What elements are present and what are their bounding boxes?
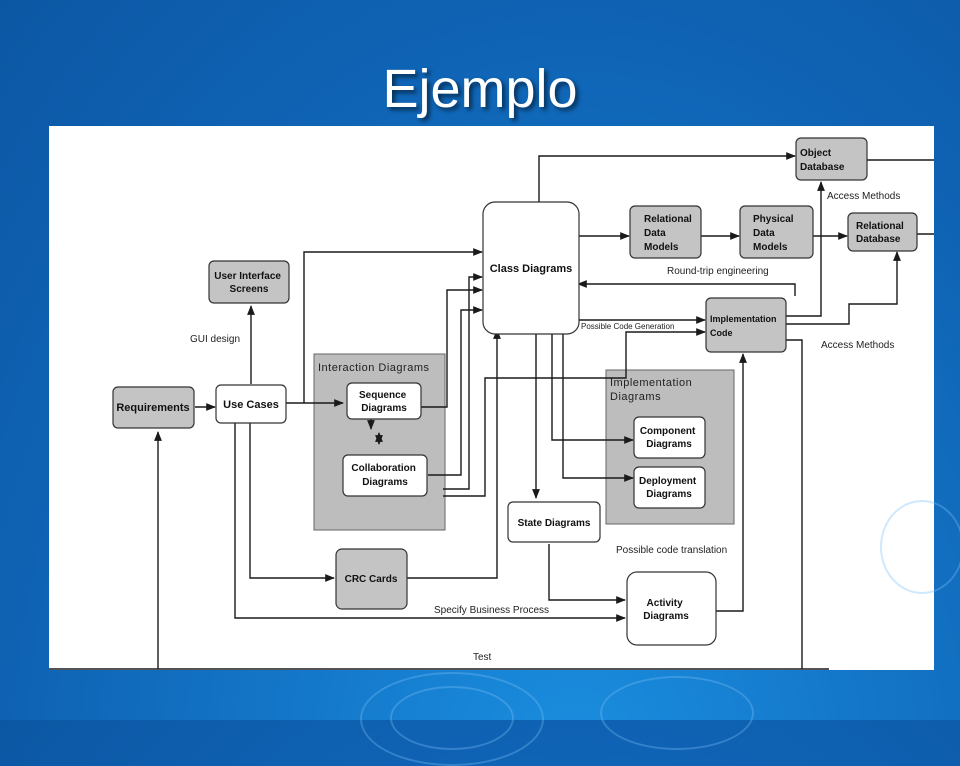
possible-code-translation-label: Possible code translation [616, 545, 727, 556]
relational-database-text: Relational Database [856, 221, 907, 245]
test-label: Test [473, 652, 492, 663]
implementation-code-node [705, 297, 787, 353]
ui-screens-node [208, 260, 290, 304]
deployment-diagrams-text: Deployment Diagrams [639, 476, 699, 500]
diagram-canvas: Interaction Diagrams Implementation Diag… [49, 126, 934, 670]
collaboration-diagrams-text: Collaboration Diagrams [351, 463, 418, 488]
sequence-diagrams-text: Sequence Diagrams [359, 390, 409, 414]
object-database-node [795, 137, 868, 181]
activity-diagrams-text: Activity Diagrams [643, 598, 689, 622]
object-database-text: Object Database [800, 148, 845, 173]
relational-data-models-text: Relational Data Models [644, 214, 695, 253]
relational-database-node [847, 212, 918, 252]
sequence-diagrams-node [346, 382, 422, 420]
physical-data-models-text: Physical Data Models [753, 214, 796, 253]
decor-swirl [880, 500, 960, 594]
decor-swirl [390, 686, 514, 750]
implementation-code-text: Implementation Code [710, 314, 779, 338]
state-diagrams-text: State Diagrams [518, 518, 591, 529]
implementation-diagrams-label: Implementation Diagrams [610, 377, 696, 403]
requirements-text: Requirements [116, 402, 189, 414]
class-diagrams-node [482, 201, 580, 335]
physical-data-models-node [739, 205, 814, 259]
possible-code-generation-label: Possible Code Generation [581, 322, 674, 331]
use-cases-node [215, 384, 287, 424]
access-methods-top-label: Access Methods [827, 191, 900, 202]
interaction-diagrams-label: Interaction Diagrams [318, 362, 430, 374]
component-diagrams-text: Component Diagrams [640, 426, 698, 450]
deployment-diagrams-node [633, 466, 706, 509]
decor-swirl [600, 676, 754, 750]
use-cases-text: Use Cases [223, 399, 279, 411]
gui-design-label: GUI design [190, 334, 240, 345]
activity-diagrams-node [626, 571, 717, 646]
crc-cards-node [335, 548, 408, 610]
class-diagrams-text: Class Diagrams [490, 263, 573, 275]
requirements-node [112, 386, 195, 429]
state-diagrams-node [507, 501, 601, 543]
access-methods-bottom-label: Access Methods [821, 340, 894, 351]
component-diagrams-node [633, 416, 706, 459]
ui-screens-text: User Interface Screens [214, 271, 283, 295]
slide-title: Ejemplo [382, 59, 578, 119]
crc-cards-text: CRC Cards [345, 574, 398, 585]
collaboration-diagrams-node [342, 454, 428, 497]
round-trip-label: Round-trip engineering [667, 266, 769, 277]
relational-data-models-node [629, 205, 702, 259]
specify-business-process-label: Specify Business Process [434, 605, 549, 616]
